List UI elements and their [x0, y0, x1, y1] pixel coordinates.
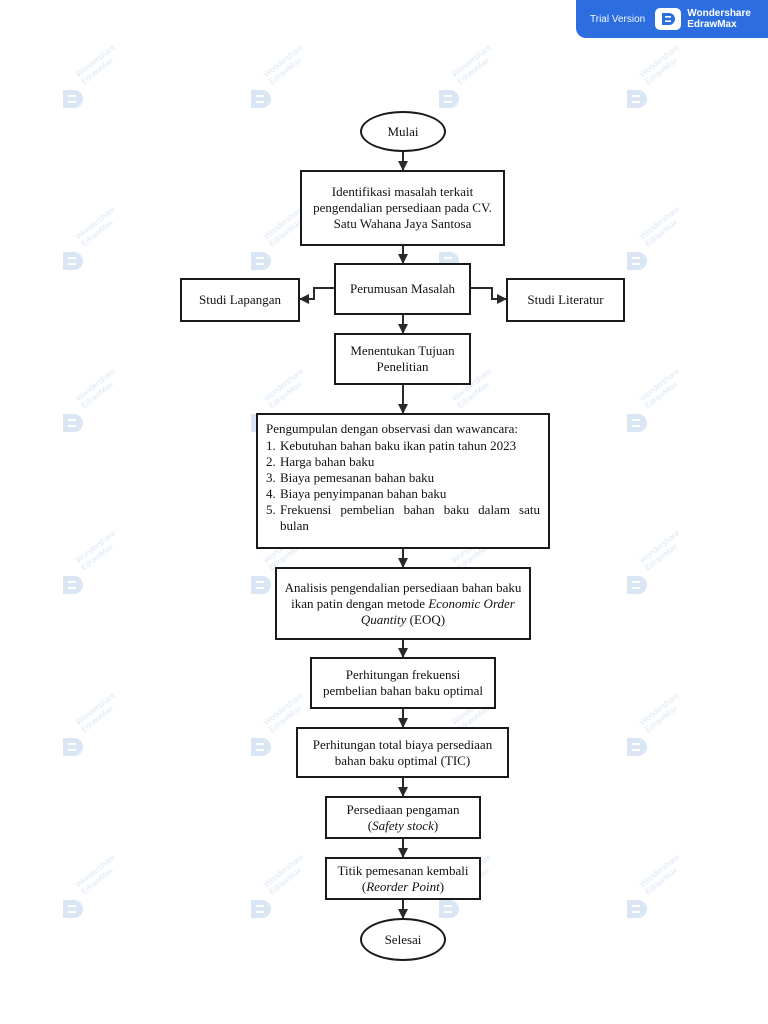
safety-open-paren: ( — [367, 817, 373, 833]
total-cost-label: Perhitungan total biaya persediaan bahan… — [313, 737, 492, 769]
collection-item: 4. Biaya penyimpanan bahan baku — [266, 486, 540, 502]
literature-study-box: Studi Literatur — [506, 278, 625, 322]
tic-line-2: bahan baku optimal (TIC) — [334, 752, 471, 768]
reorder-italic: Reorder Point — [366, 878, 440, 894]
field-study-box: Studi Lapangan — [180, 278, 300, 322]
edrawmax-logo-icon — [655, 8, 682, 30]
reorder-close-paren: ) — [439, 878, 445, 894]
collection-item-text: Biaya pemesanan bahan baku — [280, 470, 435, 485]
collection-item-text: Frekuensi pembelian bahan baku dalam sat… — [280, 502, 540, 533]
collection-item: 3. Biaya pemesanan bahan baku — [266, 470, 540, 486]
collection-item-text: Kebutuhan bahan baku ikan patin tahun 20… — [280, 438, 517, 453]
analysis-italic: Economic Order Quantity — [360, 595, 515, 627]
collection-item-number: 2. — [266, 454, 276, 469]
safety-close-paren: ) — [433, 817, 439, 833]
frequency-line-2: pembelian bahan baku optimal — [323, 683, 483, 698]
literature-study-label: Studi Literatur — [527, 292, 604, 307]
problem-formulation-box: Perumusan Masalah — [334, 263, 471, 315]
collection-item-number: 3. — [266, 470, 276, 485]
trial-version-banner[interactable]: Trial Version Wondershare EdrawMax — [576, 0, 768, 38]
safety-line-1: Persediaan pengaman — [346, 801, 460, 817]
eoq-analysis-label: Analisis pengendalian persediaan bahan b… — [283, 580, 523, 628]
data-collection-list: 1. Kebutuhan bahan baku ikan patin tahun … — [266, 438, 540, 534]
total-cost-box: Perhitungan total biaya persediaan bahan… — [296, 727, 509, 778]
data-collection-box: Pengumpulan dengan observasi dan wawanca… — [256, 413, 550, 549]
arrow-formulate-to-field-study — [299, 287, 335, 304]
reorder-point-label: Titik pemesanan kembali (Reorder Point) — [338, 863, 469, 895]
brand-line-2: EdrawMax — [687, 19, 737, 30]
brand-name: Wondershare EdrawMax — [687, 8, 751, 30]
safety-stock-label: Persediaan pengaman (Safety stock) — [347, 802, 460, 834]
frequency-line-1: Perhitungan frekuensi — [345, 667, 461, 682]
brand-line-1: Wondershare — [687, 8, 751, 19]
safety-stock-box: Persediaan pengaman (Safety stock) — [325, 796, 481, 839]
collection-item: 1. Kebutuhan bahan baku ikan patin tahun … — [266, 438, 540, 454]
objective-line-2: Penelitian — [376, 359, 429, 374]
problem-formulation-label: Perumusan Masalah — [349, 281, 456, 296]
analysis-prefix: Analisis pengendalian persediaan bahan b… — [284, 579, 522, 611]
purchase-frequency-box: Perhitungan frekuensi pembelian bahan ba… — [310, 657, 496, 709]
research-objective-label: Menentukan Tujuan Penelitian — [350, 343, 454, 375]
collection-item-number: 5. — [266, 502, 276, 517]
eoq-analysis-box: Analisis pengendalian persediaan bahan b… — [275, 567, 531, 640]
reorder-line-1: Titik pemesanan kembali — [337, 862, 469, 878]
end-terminal: Selesai — [360, 918, 446, 961]
start-label: Mulai — [387, 123, 419, 139]
arrow-formulate-to-literature-study — [470, 287, 507, 304]
collection-item-number: 4. — [266, 486, 276, 501]
collection-item-number: 1. — [266, 438, 276, 453]
identify-problem-label: Identifikasi masalah terkait pengendalia… — [313, 184, 492, 231]
tic-line-1: Perhitungan total biaya persediaan — [312, 736, 493, 752]
collection-item-text: Biaya penyimpanan bahan baku — [280, 486, 447, 501]
data-collection-heading: Pengumpulan dengan observasi dan wawanca… — [266, 421, 518, 436]
reorder-open-paren: ( — [361, 878, 367, 894]
analysis-suffix: (EOQ) — [406, 611, 446, 627]
start-terminal: Mulai — [360, 111, 446, 152]
objective-line-1: Menentukan Tujuan — [350, 343, 455, 358]
field-study-label: Studi Lapangan — [199, 292, 281, 307]
collection-item: 2. Harga bahan baku — [266, 454, 540, 470]
trial-version-label: Trial Version — [590, 13, 646, 25]
purchase-frequency-label: Perhitungan frekuensi pembelian bahan ba… — [323, 667, 483, 699]
identify-problem-box: Identifikasi masalah terkait pengendalia… — [300, 170, 505, 246]
reorder-point-box: Titik pemesanan kembali (Reorder Point) — [325, 857, 481, 900]
end-label: Selesai — [384, 931, 422, 947]
research-objective-box: Menentukan Tujuan Penelitian — [334, 333, 471, 385]
collection-item: 5. Frekuensi pembelian bahan baku dalam s… — [266, 502, 540, 534]
collection-item-text: Harga bahan baku — [280, 454, 375, 469]
safety-italic: Safety stock — [372, 817, 434, 833]
